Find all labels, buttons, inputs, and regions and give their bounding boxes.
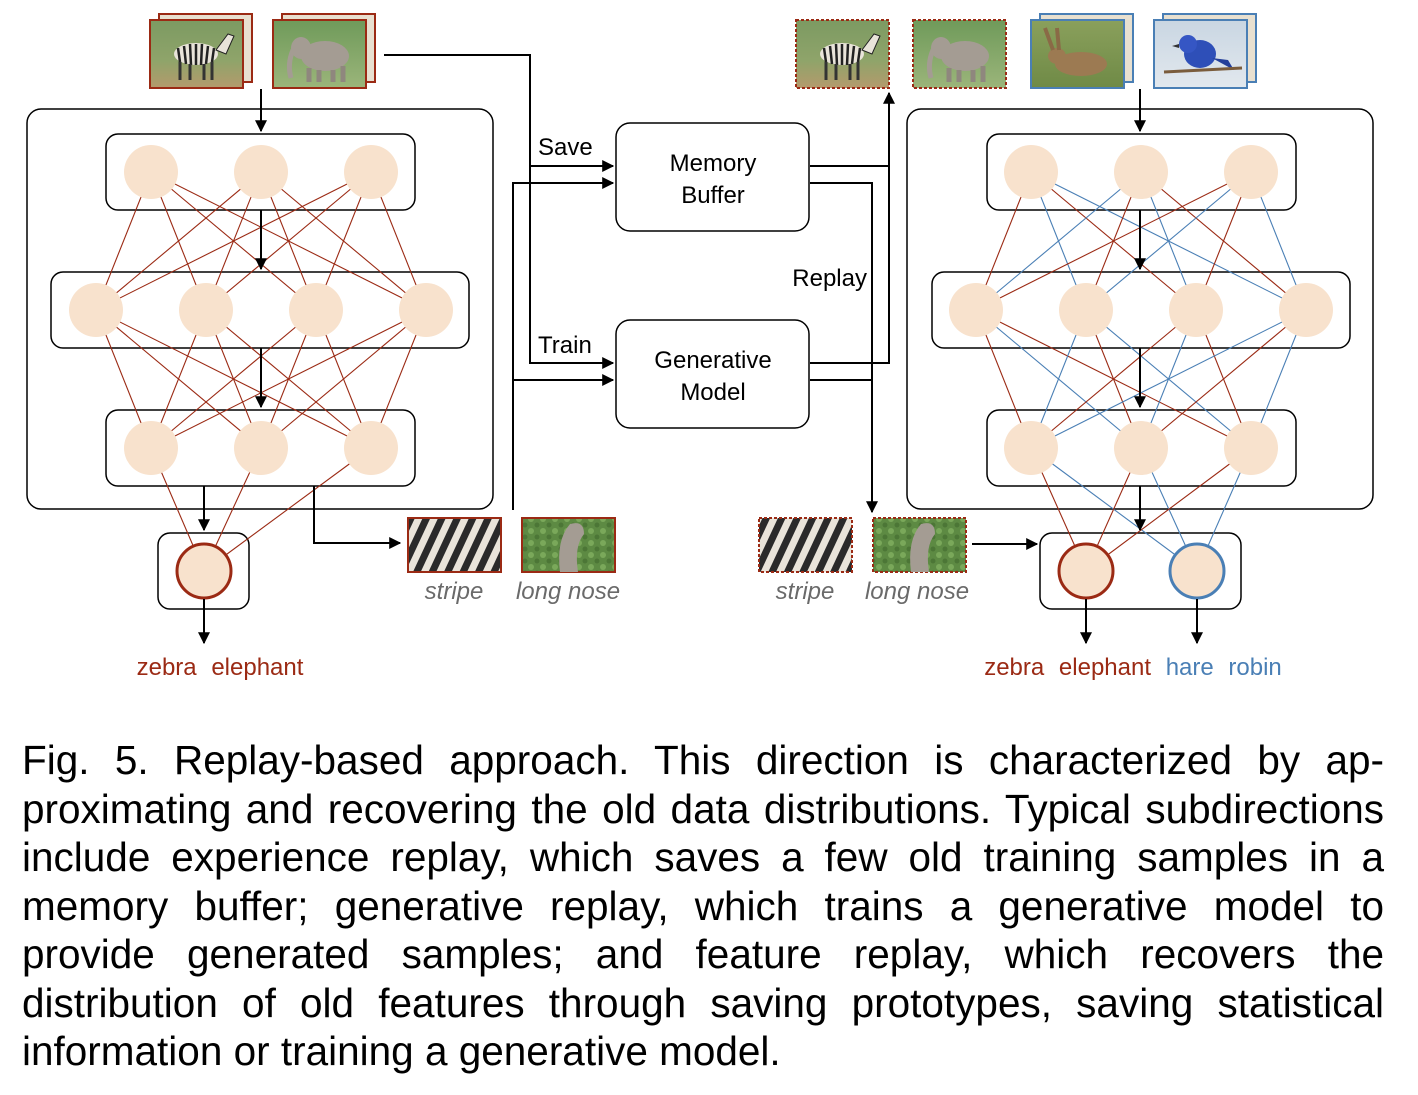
long-nose-patch-image [521, 517, 616, 573]
network-edge [1085, 447, 1252, 572]
feature-save-arrow [512, 177, 615, 510]
save-arrow [384, 54, 615, 172]
stripe-patch-image [758, 517, 853, 573]
label-hare: hare [1166, 654, 1214, 681]
neuron-node [234, 421, 288, 475]
feature-label-long-nose: long nose [865, 578, 969, 605]
network-edge [95, 171, 372, 311]
replay-feature-arrow [810, 182, 878, 514]
neuron-node [1059, 283, 1113, 337]
label-elephant: elephant [211, 654, 303, 681]
figure-caption: Fig. 5. Replay-based approach. This dire… [22, 737, 1384, 1074]
data-flow-arrows [384, 54, 895, 514]
neuron-node [1114, 145, 1168, 199]
zebra-image [795, 19, 890, 89]
train-label: Train [538, 332, 592, 359]
feature-arrow [313, 486, 402, 549]
neuron-node [289, 283, 343, 337]
old-task-network [26, 89, 494, 645]
neuron-node [1224, 421, 1278, 475]
neuron-node [179, 283, 233, 337]
neuron-node [949, 283, 1003, 337]
network-edge [975, 171, 1142, 311]
elephant-image [912, 19, 1007, 89]
neuron-node [344, 421, 398, 475]
left-output-labels: zebra elephant [137, 654, 304, 681]
network-edge [203, 447, 372, 572]
network-edge [150, 309, 427, 449]
network-edge [1140, 309, 1307, 449]
memory-buffer-box: Memory Buffer [615, 122, 810, 232]
layer-box [105, 409, 416, 487]
neuron-node [1004, 421, 1058, 475]
neuron-node [234, 145, 288, 199]
feature-label-long-nose: long nose [516, 578, 620, 605]
label-robin: robin [1228, 654, 1281, 681]
neuron-node [69, 283, 123, 337]
layer-box [986, 133, 1297, 211]
output-box [1039, 532, 1242, 610]
long-nose-patch-image [872, 517, 967, 573]
output-neuron [175, 542, 233, 600]
neuron-node [344, 145, 398, 199]
neuron-node [124, 421, 178, 475]
neuron-node [1279, 283, 1333, 337]
label-zebra: zebra [137, 654, 198, 681]
zebra-image [149, 13, 253, 89]
neuron-node [1224, 145, 1278, 199]
train-arrow [529, 166, 615, 369]
feature-label-stripe: stripe [425, 578, 484, 605]
elephant-image [272, 13, 376, 89]
output-neuron [1057, 542, 1115, 600]
neuron-node [399, 283, 453, 337]
hare-image [1030, 13, 1134, 89]
right-output-labels: zebra elephant hare robin [984, 654, 1282, 681]
network-edge [260, 309, 427, 449]
network-edge [975, 171, 1252, 311]
save-label: Save [538, 134, 593, 161]
generative-model-label: Model [680, 379, 745, 406]
generative-replay-arrow [810, 166, 890, 364]
network-edge [1030, 309, 1197, 449]
output-neuron [1168, 542, 1226, 600]
generative-model-box: Generative Model [615, 319, 810, 429]
layer-box [986, 409, 1297, 487]
new-task-network [906, 89, 1374, 645]
stripe-patch-image [407, 517, 502, 573]
network-edge [95, 171, 262, 311]
generative-model-label: Generative [654, 347, 771, 374]
replay-diagram: stripe long nose stripe long nose Memory… [26, 13, 1374, 681]
replay-image-arrow [810, 91, 895, 167]
network-edge [205, 171, 372, 311]
neuron-node [1004, 145, 1058, 199]
feature-label-stripe: stripe [776, 578, 835, 605]
neuron-node [1169, 283, 1223, 337]
label-elephant: elephant [1059, 654, 1151, 681]
network-edge [1030, 309, 1307, 449]
network-edge [150, 309, 317, 449]
network-edge [1085, 171, 1252, 311]
replay-label: Replay [792, 265, 867, 292]
memory-buffer-label: Memory [670, 150, 757, 177]
neuron-node [1114, 421, 1168, 475]
neuron-node [124, 145, 178, 199]
memory-buffer-label: Buffer [681, 182, 745, 209]
label-zebra: zebra [984, 654, 1045, 681]
robin-image [1153, 13, 1257, 89]
